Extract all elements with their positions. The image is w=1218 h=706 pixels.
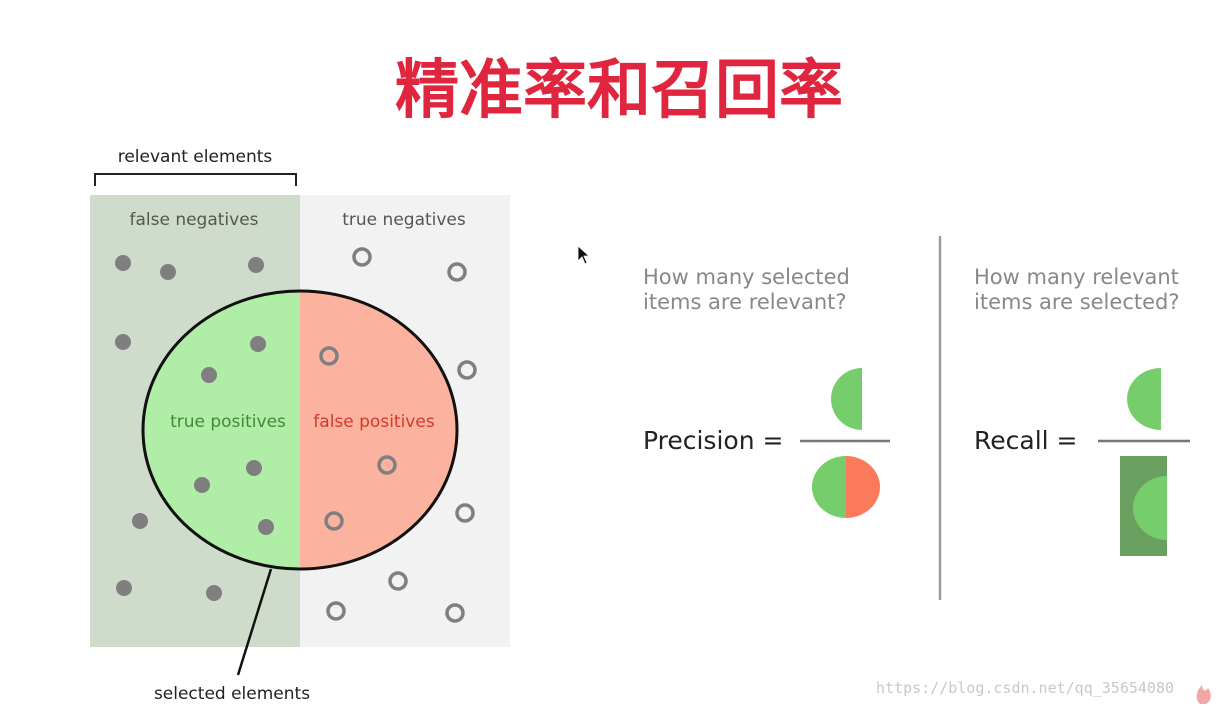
precision-denominator-red-half <box>846 456 880 518</box>
true-negatives-label: true negatives <box>342 210 466 230</box>
relevant-elements-bracket <box>94 173 297 186</box>
true-negative-dot <box>326 601 346 621</box>
recall-numerator-half-circle <box>1127 368 1161 430</box>
recall-denominator-half-circle <box>1133 476 1167 540</box>
true-negative-dot <box>447 262 467 282</box>
true-negative-dots <box>326 247 477 623</box>
relevant-elements-label: relevant elements <box>118 147 273 167</box>
false-positive-dots <box>319 346 397 531</box>
precision-denominator-green-half <box>812 456 846 518</box>
false-positive-dot <box>324 511 344 531</box>
false-positive-dot <box>319 346 339 366</box>
true-negative-dot <box>457 360 477 380</box>
false-negative-dots <box>115 255 264 601</box>
true-positive-dot <box>201 367 217 383</box>
false-positives-label: false positives <box>313 412 435 432</box>
true-negative-dot <box>455 503 475 523</box>
true-negative-dot <box>388 571 408 591</box>
false-negative-dot <box>160 264 176 280</box>
false-positive-dot <box>377 455 397 475</box>
watermark-url: https://blog.csdn.net/qq_35654080 <box>876 679 1174 697</box>
precision-label: Precision = <box>643 426 783 455</box>
false-negative-dot <box>115 255 131 271</box>
mouse-cursor-icon <box>577 245 591 265</box>
false-negative-dot <box>115 334 131 350</box>
true-negative-dot <box>445 603 465 623</box>
recall-question-line1: How many relevant <box>974 265 1179 289</box>
true-positive-dots <box>194 336 274 535</box>
precision-numerator-half-circle <box>831 368 862 430</box>
false-negative-dot <box>206 585 222 601</box>
precision-question-line1: How many selected <box>643 265 850 289</box>
true-positive-dot <box>250 336 266 352</box>
selected-elements-label: selected elements <box>154 684 310 704</box>
selected-elements-pointer <box>236 568 273 676</box>
true-positives-label: true positives <box>170 412 286 432</box>
true-negative-dot <box>352 247 372 267</box>
false-negatives-label: false negatives <box>129 210 258 230</box>
recall-question-line2: items are selected? <box>974 290 1180 314</box>
recall-label: Recall = <box>974 426 1077 455</box>
false-negative-dot <box>248 257 264 273</box>
true-positive-dot <box>246 460 262 476</box>
false-negative-dot <box>116 580 132 596</box>
true-positive-dot <box>258 519 274 535</box>
precision-question-line2: items are relevant? <box>643 290 847 314</box>
false-negative-dot <box>132 513 148 529</box>
flame-logo-icon <box>1196 685 1211 704</box>
true-positive-dot <box>194 477 210 493</box>
selected-circle-outline <box>141 289 459 571</box>
page-title: 精准率和召回率 <box>395 54 843 128</box>
